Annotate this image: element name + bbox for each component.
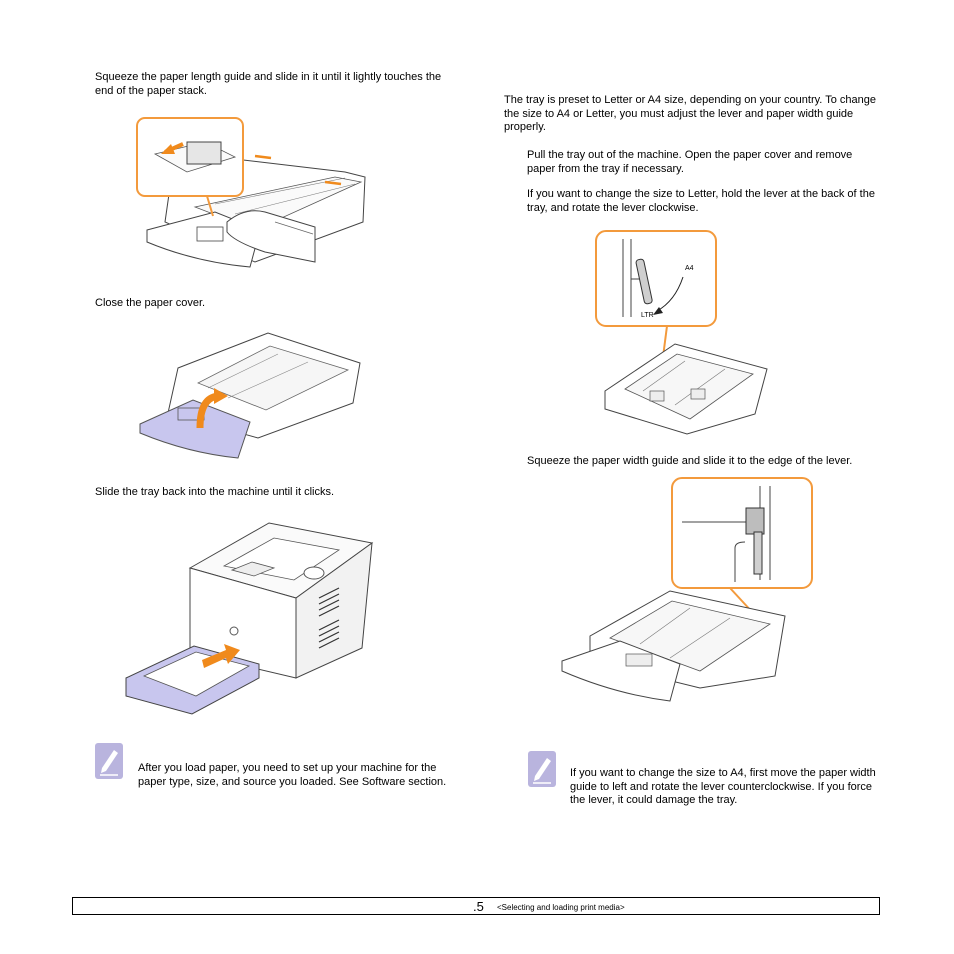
step-length-guide-text: Squeeze the paper length guide and slide… — [95, 71, 442, 97]
lever-illustration: A4 LTR — [595, 230, 768, 435]
step-close-cover-text: Close the paper cover. — [95, 297, 206, 309]
step-slide-tray-text: Slide the tray back into the machine unt… — [95, 486, 335, 498]
left-note-text: After you load paper, you need to set up… — [138, 762, 447, 788]
page-number: .5 — [473, 899, 484, 914]
printer-illustration — [125, 522, 374, 715]
section-title: <Selecting and loading print media> — [497, 903, 625, 912]
right-note-text: If you want to change the size to A4, fi… — [570, 767, 876, 806]
a4-label: A4 — [685, 265, 694, 272]
note-icon — [95, 743, 123, 779]
tray-preset-intro-text: The tray is preset to Letter or A4 size,… — [504, 94, 876, 133]
step-pull-tray-text: Pull the tray out of the machine. Open t… — [527, 149, 853, 175]
ltr-label: LTR — [641, 312, 654, 319]
page-footer: .5 <Selecting and loading print media> — [72, 897, 880, 915]
step-letter-text: If you want to change the size to Letter… — [527, 188, 875, 214]
note-icon — [528, 751, 556, 787]
length-guide-illustration — [136, 117, 366, 268]
close-cover-illustration — [139, 332, 361, 459]
step-width-guide-text: Squeeze the paper width guide and slide … — [527, 455, 853, 467]
width-guide-illustration — [561, 477, 813, 702]
